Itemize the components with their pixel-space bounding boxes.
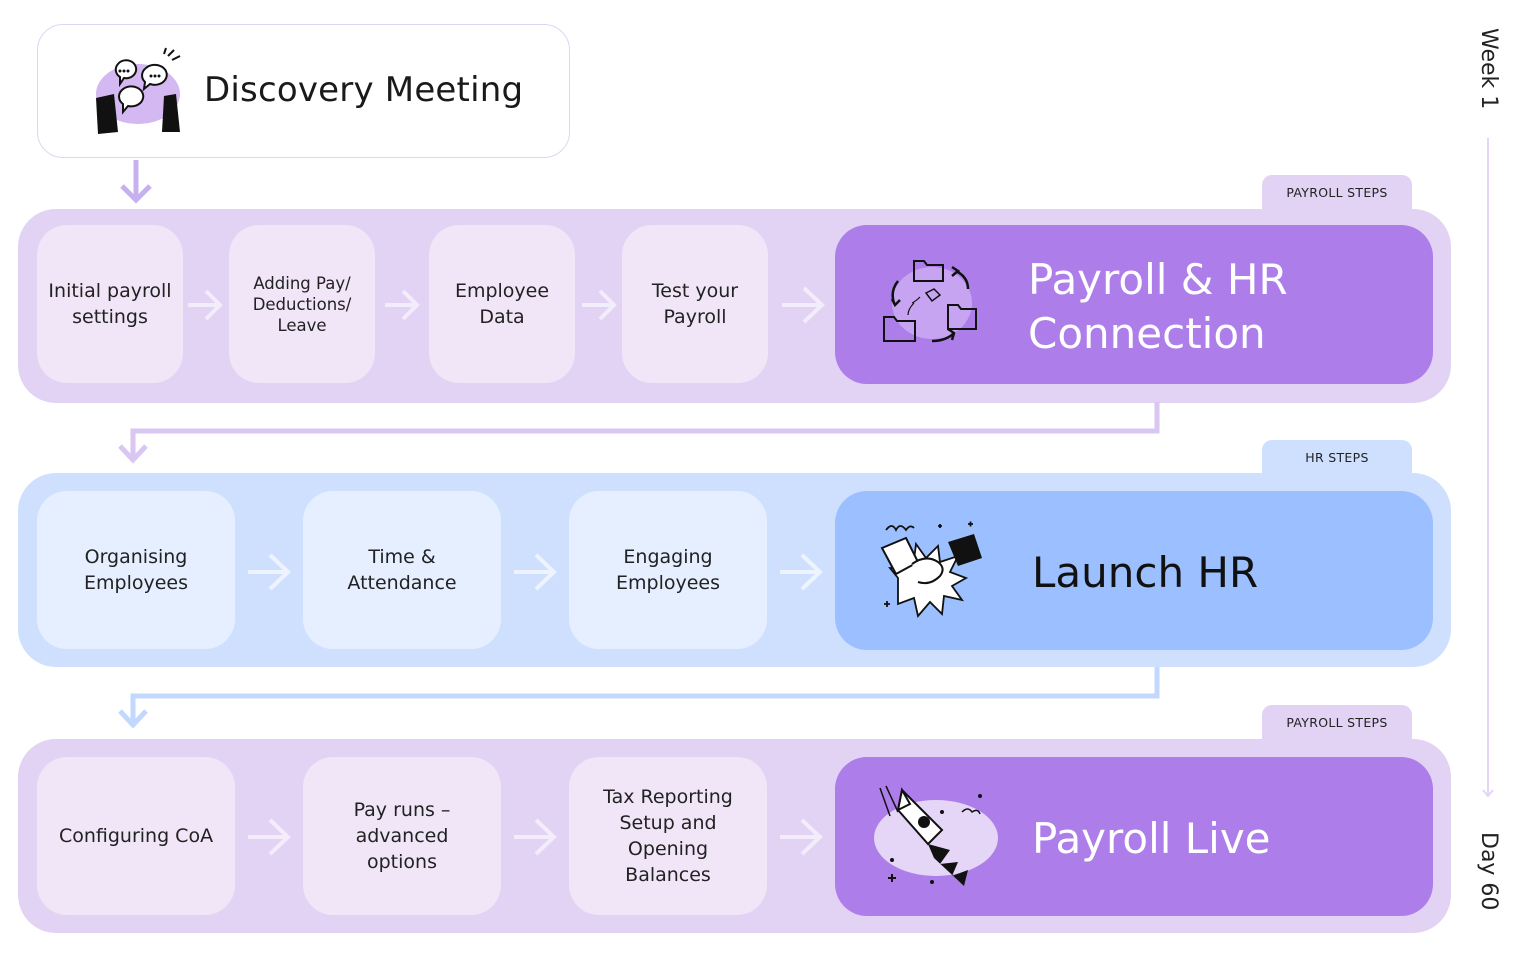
flow-arrow-right [778, 817, 824, 857]
timeline-line [1481, 138, 1495, 808]
discovery-meeting-title: Discovery Meeting [204, 70, 524, 110]
step-adding-pay-deductions-leave: Adding Pay/ Deductions/ Leave [229, 225, 375, 383]
folders-sync-icon [880, 255, 984, 355]
flow-arrow-right [580, 288, 618, 322]
flow-arrow-right [246, 817, 292, 857]
flow-connector [112, 667, 1164, 733]
launch-hr-title: Launch HR [1032, 548, 1259, 597]
flow-arrow-right [512, 552, 558, 592]
step-pay-runs-advanced-options: Pay runs – advanced options [303, 757, 501, 915]
step-tax-reporting-setup: Tax Reporting Setup and Opening Balances [569, 757, 767, 915]
payroll-steps-tab: PAYROLL STEPS [1262, 705, 1412, 745]
flow-arrow-right [778, 552, 824, 592]
flow-arrow-right [512, 817, 558, 857]
flow-arrow-right [246, 552, 292, 592]
timeline-end-label: Day 60 [1476, 832, 1501, 911]
chat-bubbles-hands-icon [88, 46, 188, 138]
step-initial-payroll-settings: Initial payroll settings [37, 225, 183, 383]
timeline-start-label: Week 1 [1476, 28, 1501, 110]
flow-arrow-right [780, 285, 826, 325]
step-organising-employees: Organising Employees [37, 491, 235, 649]
handshake-icon [878, 518, 988, 626]
payroll-live-title: Payroll Live [1032, 814, 1271, 863]
flow-connector [112, 402, 1164, 468]
step-configuring-coa: Configuring CoA [37, 757, 235, 915]
step-employee-data: Employee Data [429, 225, 575, 383]
flow-arrow-right [383, 288, 421, 322]
flow-arrow-down [118, 160, 154, 206]
payroll-steps-tab: PAYROLL STEPS [1262, 175, 1412, 215]
step-engaging-employees: Engaging Employees [569, 491, 767, 649]
step-test-your-payroll: Test your Payroll [622, 225, 768, 383]
feature-title-line-1: Payroll & HR [1028, 255, 1288, 304]
flow-arrow-right [186, 288, 224, 322]
step-time-attendance: Time & Attendance [303, 491, 501, 649]
rocket-icon [872, 782, 1000, 896]
feature-title-line-2: Connection [1028, 309, 1266, 358]
